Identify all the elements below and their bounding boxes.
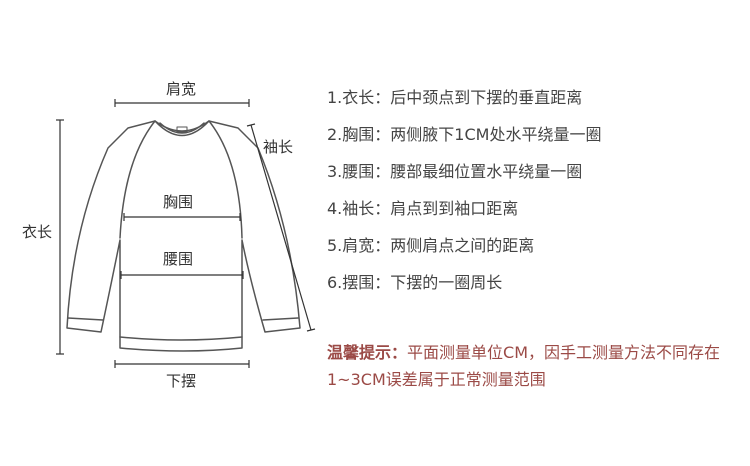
- right-raglan-seam: [208, 120, 243, 239]
- body-length-label: 衣长: [22, 223, 53, 241]
- garment-diagram: [56, 99, 316, 368]
- measurement-item: 4.袖长：肩点到到袖口距离: [327, 199, 519, 218]
- measurement-item: 6.摆围：下摆的一圈周长: [327, 273, 503, 292]
- shoulder-width-label: 肩宽: [166, 80, 197, 98]
- measurement-item: 2.胸围：两侧腋下1CM处水平绕量一圈: [327, 125, 602, 144]
- neck-label: [176, 126, 188, 133]
- tip-heading: 温馨提示：: [327, 343, 408, 362]
- right-cuff: [262, 317, 299, 321]
- waist-label: 腰围: [163, 250, 194, 268]
- hem-label: 下摆: [166, 372, 197, 390]
- measurement-item: 3.腰围：腰部最细位置水平绕量一圈: [327, 162, 583, 181]
- measurement-item: 1.衣长：后中颈点到下摆的垂直距离: [327, 88, 583, 107]
- neckline: [154, 120, 210, 137]
- tip-body: 平面测量单位CM，因手工测量方法不同存在1~3CM误差属于正常测量范围: [327, 343, 720, 389]
- measurement-list: 1.衣长：后中颈点到下摆的垂直距离 2.胸围：两侧腋下1CM处水平绕量一圈 3.…: [327, 84, 601, 306]
- neckline-inner: [159, 122, 205, 134]
- tip-note: 温馨提示：平面测量单位CM，因手工测量方法不同存在1~3CM误差属于正常测量范围: [327, 339, 737, 393]
- measurement-item: 5.肩宽：两侧肩点之间的距离: [327, 236, 535, 255]
- sleeve-length-label: 袖长: [263, 138, 294, 156]
- garment-outline: [66, 120, 301, 352]
- left-cuff: [67, 317, 104, 321]
- left-raglan-seam: [119, 120, 156, 239]
- chest-label: 胸围: [163, 193, 194, 211]
- sleeve-length-line: [250, 124, 312, 331]
- hem-band: [119, 336, 243, 341]
